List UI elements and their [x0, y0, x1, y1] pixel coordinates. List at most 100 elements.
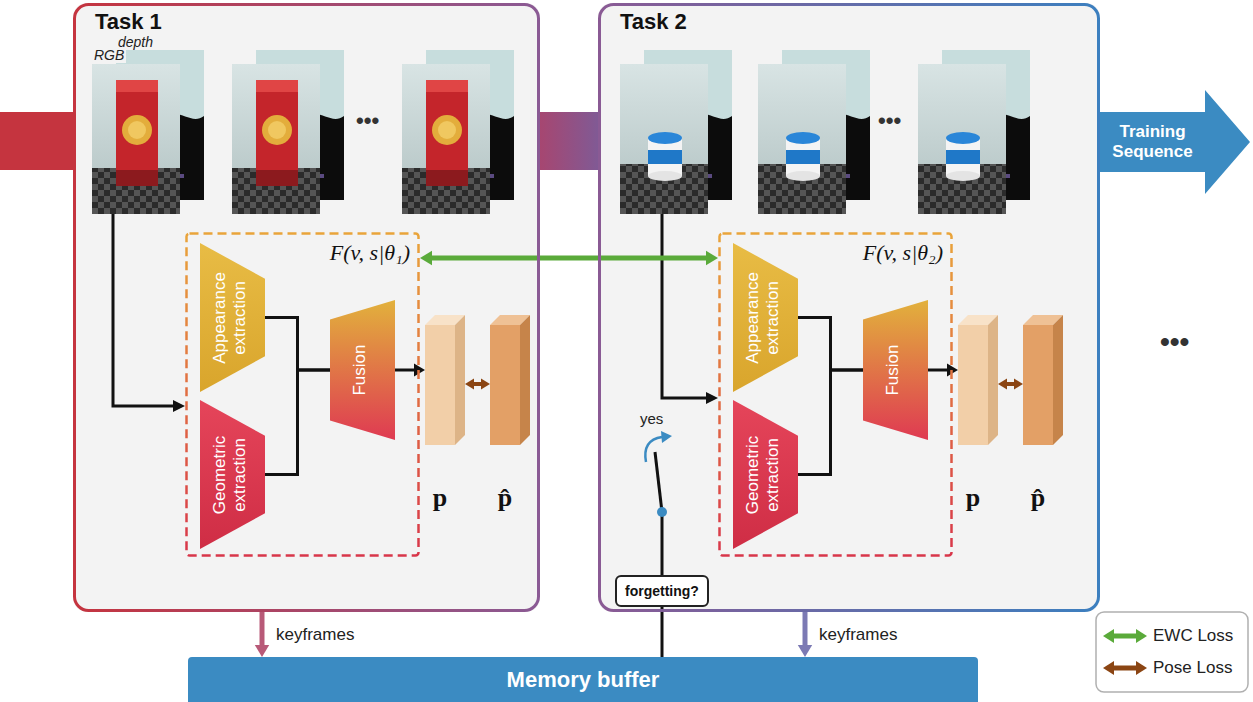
connector [798, 318, 863, 371]
pose-prediction: p [425, 315, 465, 520]
panel-title: Task 2 [620, 9, 687, 35]
tensor-slab [425, 315, 465, 445]
connector-polyline [798, 370, 863, 475]
tensor-slab [958, 315, 998, 445]
switch-label: yes [640, 410, 663, 428]
connector-polyline [803, 612, 808, 646]
edge-label: keyframes [274, 624, 356, 646]
input-wire-polygon [706, 392, 718, 404]
text-holder: Training Sequence [1100, 112, 1205, 172]
legend-box [1096, 612, 1248, 692]
connector [265, 370, 330, 475]
panel-border [73, 3, 540, 612]
connector-polygon [798, 645, 812, 657]
rgbd-frames-use [620, 64, 708, 214]
node-label: Training Sequence [1100, 122, 1205, 162]
gate-switch-line [655, 452, 662, 512]
sequence-band-rect [536, 112, 602, 170]
node-label: Fusion [350, 310, 370, 430]
legend-box-polygon [1103, 661, 1114, 675]
tensor-slab-polygon [520, 315, 530, 445]
text-holder: p̂ [490, 483, 520, 513]
arrow-shape-polygon [1100, 90, 1250, 194]
text-holder: Appearance extraction [743, 253, 783, 382]
node-label: F(v, s|θ₂) [863, 240, 943, 266]
panel-ground-rect [598, 3, 1100, 612]
connector [928, 363, 958, 376]
text-holder: Fusion [883, 310, 903, 430]
connector [998, 379, 1023, 390]
input-wire-polyline [662, 214, 707, 398]
legend-box-polygon [1136, 661, 1147, 675]
tensor-slab [1023, 315, 1063, 445]
connector-polyline [1006, 382, 1015, 386]
ellipsis: ••• [356, 108, 379, 134]
rgbd-frames-use [402, 64, 490, 214]
node-label: Geometric extraction [743, 410, 783, 539]
trapezoid-shape-polygon [200, 243, 265, 392]
pose-target: p̂ [1023, 315, 1063, 520]
connector-polyline [798, 318, 863, 371]
connector-polyline [431, 256, 707, 261]
input-wire-polyline [113, 214, 174, 406]
panel-ground-rect [73, 3, 540, 612]
trapezoid-shape-polygon [733, 243, 798, 392]
pose-prediction: p [958, 315, 998, 520]
connector-polyline [395, 369, 415, 372]
sequence-arrow: Training Sequence [1100, 88, 1253, 196]
legend-box-line [1112, 634, 1138, 639]
legend-box-rect [1096, 612, 1248, 692]
fusion-block: Fusion [863, 300, 928, 440]
connector-polyline [260, 612, 265, 646]
connector-polygon [481, 379, 490, 390]
rgbd-frames-use [758, 64, 846, 214]
input-wire [113, 214, 718, 412]
connector [255, 612, 269, 657]
connector-polygon [255, 645, 269, 657]
connector [395, 363, 425, 376]
node-label: p [425, 483, 455, 513]
task-panel: Task 2 F(v, s|θ₂) Appearance extractionGeo… [598, 3, 1100, 612]
panel-border-rect [75, 5, 539, 611]
appearance-encoder: Appearance extraction [200, 243, 265, 392]
input-wire-polygon [173, 400, 185, 412]
tensor-slab-rect [958, 325, 988, 445]
rgbd-frames-use [918, 64, 1006, 214]
trapezoid-shape-polygon [733, 400, 798, 549]
text-holder: Memory buffer [188, 657, 978, 702]
connector-polyline [473, 382, 482, 386]
gate-switch-polygon [661, 431, 672, 443]
connector-polygon [465, 379, 474, 390]
text-holder: Geometric extraction [210, 410, 250, 539]
connector [265, 318, 330, 371]
connector [465, 379, 490, 390]
legend-box-polygon [1136, 629, 1147, 643]
text-holder: forgetting? [617, 577, 707, 605]
node-label: Memory buffer [507, 667, 660, 693]
connector [798, 370, 863, 475]
node-label: F(v, s|θ₁) [330, 240, 410, 266]
text-holder: p [425, 483, 455, 513]
connector-polyline [265, 370, 330, 475]
gate-switch-circle [657, 507, 667, 517]
legend-box-polygon [1103, 629, 1114, 643]
trapezoid-shape-polygon [863, 300, 928, 440]
trapezoid-shape-polygon [200, 400, 265, 549]
text-holder: Task 2 [620, 9, 687, 35]
text-holder: F(v, s|θ₁) [330, 240, 410, 266]
connector-polyline [661, 607, 664, 657]
node-label: p̂ [490, 483, 520, 513]
appearance-encoder: Appearance extraction [733, 243, 798, 392]
network-box: F(v, s|θ₂) Appearance extractionGeometric… [718, 232, 953, 557]
connector-polygon [998, 379, 1007, 390]
panel-border [598, 3, 1100, 612]
task-panel: Task 1F(v, s|θ₁)Appearance extractionGeo… [73, 3, 540, 612]
node-label: Geometric extraction [210, 410, 250, 539]
text-holder: F(v, s|θ₂) [863, 240, 943, 266]
gate-switch-path [645, 437, 662, 462]
text-holder: p̂ [1023, 483, 1053, 513]
connector-polygon [1014, 379, 1023, 390]
tensor-slab-polygon [988, 315, 998, 445]
panel-ground [73, 3, 1100, 612]
node-label: Fusion [883, 310, 903, 430]
